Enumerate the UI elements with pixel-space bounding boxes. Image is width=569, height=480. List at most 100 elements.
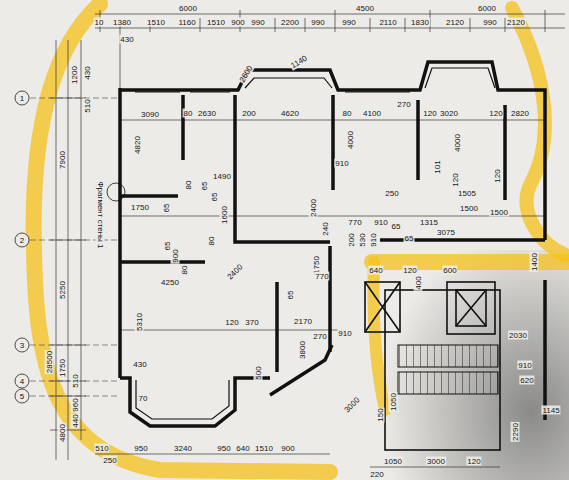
dimension-label: 80 bbox=[342, 109, 353, 118]
dimension-label: 3000 bbox=[342, 395, 362, 415]
dimension-label: 3240 bbox=[173, 444, 193, 453]
dimension-label: 4000 bbox=[453, 133, 462, 153]
dimension-label: 440 bbox=[71, 413, 80, 428]
dimension-label: 510 bbox=[83, 98, 92, 113]
axis-lines bbox=[30, 98, 118, 396]
dimension-label: 1750 bbox=[130, 203, 150, 212]
dimension-label: 80 bbox=[183, 109, 194, 118]
dimension-label: 2820 bbox=[510, 109, 530, 118]
dimension-label: 370 bbox=[244, 318, 259, 327]
dimension-label: 4250 bbox=[160, 278, 180, 287]
dimension-label: 250 bbox=[384, 189, 399, 198]
fragment-note: Фрагмент стены 1 bbox=[96, 180, 105, 249]
dimension-label: 2170 bbox=[293, 317, 313, 326]
dimension-label: 1160 bbox=[177, 18, 196, 27]
dimension-label: 2400 bbox=[225, 262, 245, 282]
dimension-label: 430 bbox=[132, 360, 147, 369]
dimension-label: 2120 bbox=[445, 18, 465, 27]
dimension-label: 1315 bbox=[419, 218, 439, 227]
dimension-label: 270 bbox=[396, 100, 411, 109]
dimension-label: 240 bbox=[321, 221, 330, 236]
dimension-label: 900 bbox=[171, 248, 180, 263]
dimension-label: 400 bbox=[414, 275, 423, 290]
dimension-label: 3800 bbox=[298, 340, 307, 360]
dimension-label: 65 bbox=[162, 203, 171, 214]
dimension-label: 640 bbox=[235, 444, 250, 453]
dimension-label: 500 bbox=[254, 365, 263, 380]
dimension-label: 120 bbox=[402, 266, 417, 275]
dimension-label: 1830 bbox=[410, 18, 430, 27]
dimension-label: 910 bbox=[373, 218, 388, 227]
dimension-label: 900 bbox=[230, 18, 245, 27]
dimension-label: 600 bbox=[442, 266, 457, 275]
dimension-label: 990 bbox=[310, 18, 325, 27]
photo-shadow bbox=[380, 250, 569, 480]
dimension-label: 2200 bbox=[280, 18, 300, 27]
dimension-label: 1750 bbox=[58, 358, 67, 378]
highlighter-mark bbox=[34, 4, 569, 472]
axis-number: 5 bbox=[19, 392, 25, 401]
dimension-label: 1140 bbox=[288, 53, 309, 70]
fragment-marker bbox=[107, 183, 125, 201]
dimension-label: 530 bbox=[358, 232, 367, 247]
dimension-label: 1505 bbox=[457, 189, 477, 198]
dimension-label: 1050 bbox=[383, 457, 403, 466]
dimension-label: 3090 bbox=[140, 110, 160, 119]
dimension-label: 4100 bbox=[362, 109, 382, 118]
dimension-label: 1510 bbox=[206, 18, 226, 27]
dimension-label: 120 bbox=[451, 172, 460, 187]
dimension-label: 4500 bbox=[355, 4, 375, 13]
dimension-label: 910 bbox=[334, 159, 349, 168]
dimension-label: 430 bbox=[119, 35, 134, 44]
dimension-label: 2630 bbox=[197, 109, 217, 118]
stairs bbox=[398, 372, 498, 394]
dimension-label: 990 bbox=[250, 18, 265, 27]
dimension-label: 1200 bbox=[70, 65, 79, 85]
dimension-label: 910 bbox=[517, 361, 532, 370]
axis-number: 2 bbox=[19, 236, 25, 245]
dimension-label: 770 bbox=[347, 218, 362, 227]
dimension-label: 1500 bbox=[489, 208, 509, 217]
dimension-label: 770 bbox=[314, 272, 329, 281]
dimension-label: 1490 bbox=[212, 172, 232, 181]
dimension-label: 990 bbox=[341, 18, 356, 27]
dimension-label: 28500 bbox=[45, 350, 54, 374]
dimension-label: 120 bbox=[466, 457, 481, 466]
dimension-label: 120 bbox=[224, 318, 239, 327]
dimension-label: 5310 bbox=[135, 312, 144, 332]
dimension-label: 640 bbox=[368, 266, 383, 275]
dimension-label: 250 bbox=[102, 456, 117, 465]
dimension-label: 7900 bbox=[58, 150, 67, 170]
dimension-label: 2600 bbox=[237, 63, 255, 85]
dimension-label: 4820 bbox=[133, 135, 142, 155]
dimension-label: 1510 bbox=[146, 18, 166, 27]
dimension-label: 510 bbox=[94, 444, 109, 453]
dimension-label: 65 bbox=[200, 181, 209, 192]
dimension-label: 1380 bbox=[112, 18, 132, 27]
dimension-label: 80 bbox=[207, 236, 216, 247]
axis-circles bbox=[15, 91, 29, 403]
dimension-label: 65 bbox=[286, 290, 295, 301]
axis-number: 3 bbox=[19, 341, 25, 350]
dimension-label: 80 bbox=[184, 180, 193, 191]
dimension-label: 950 bbox=[133, 444, 148, 453]
dimension-label: 270 bbox=[312, 332, 327, 341]
dimension-label: 65 bbox=[391, 222, 402, 231]
dimension-label: 510 bbox=[71, 373, 80, 388]
dimension-label: 200 bbox=[347, 232, 356, 247]
dimension-label: 6000 bbox=[178, 4, 198, 13]
dimension-label: 2110 bbox=[378, 18, 397, 27]
dimension-label: 4800 bbox=[58, 423, 67, 443]
dimension-label: 910 bbox=[337, 329, 352, 338]
dimension-label: 1400 bbox=[530, 252, 539, 272]
dimension-label: 101 bbox=[433, 159, 442, 174]
dimension-label: 10 bbox=[94, 18, 105, 27]
axis-number: 1 bbox=[19, 94, 25, 103]
dimension-label: 6000 bbox=[477, 4, 497, 13]
axis-number: 4 bbox=[19, 377, 25, 386]
dimension-label: 65 bbox=[404, 234, 415, 243]
dimension-label: 2120 bbox=[506, 18, 526, 27]
dimension-label: 120 bbox=[493, 168, 502, 183]
dimension-label: 950 bbox=[216, 444, 231, 453]
dimension-label: 120 bbox=[422, 109, 437, 118]
